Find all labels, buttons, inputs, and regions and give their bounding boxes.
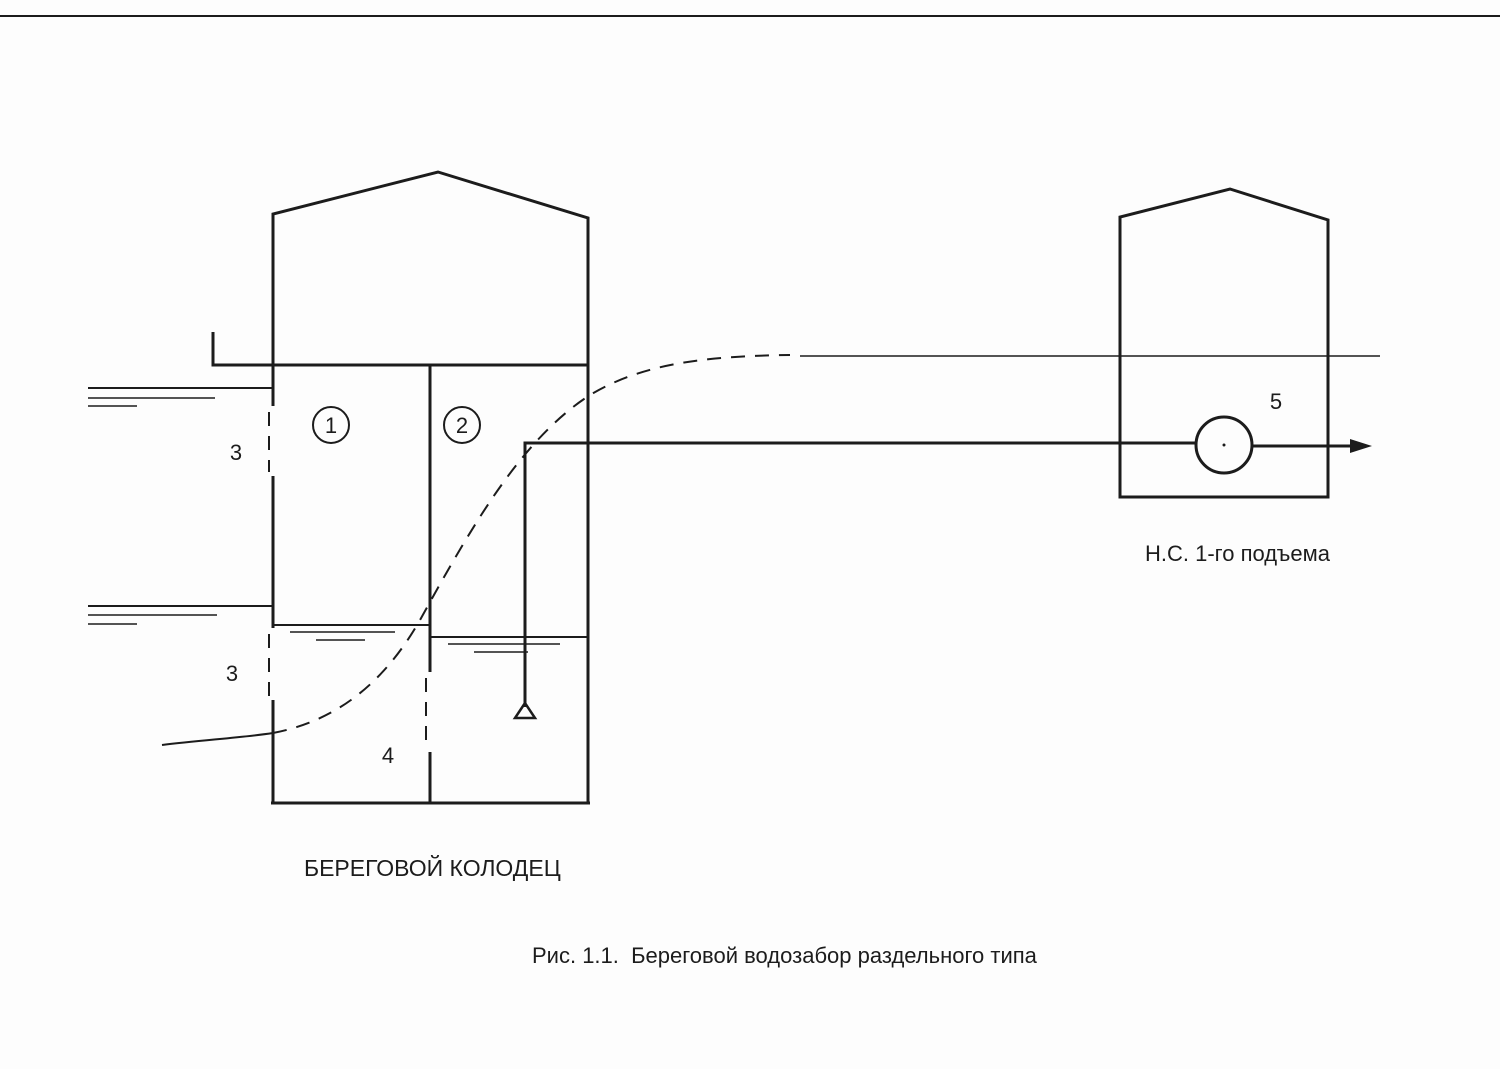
suction-pipe [523,441,1195,707]
pump-label: 5 [1270,389,1282,414]
chamber-1-circle [312,406,350,444]
pump-center-dot [1222,443,1226,447]
chamber-2-circle [443,406,481,444]
pressure-pipe-arrow-icon [1350,439,1372,453]
river-bed [161,732,274,746]
screen-middle-label: 4 [382,743,394,768]
screen-upper-label: 3 [230,440,242,465]
shore-well-label: БЕРЕГОВОЙ КОЛОДЕЦ [304,854,561,881]
river-levels [88,387,274,746]
suction-intake-icon [512,700,538,720]
pump-station-building [1118,187,1330,499]
shore-well [211,170,1195,805]
chamber-1-label: 1 [325,413,337,438]
well-roof [271,170,590,365]
screen-lower-label: 3 [226,661,238,686]
chamber-2-label: 2 [456,413,468,438]
well-floor-slab [211,332,588,367]
pump-station [1118,187,1372,499]
ground-surface-dashed [272,354,791,734]
pump-station-label: Н.С. 1-го подъема [1145,541,1331,566]
figure-caption: Рис. 1.1. Береговой водозабор раздельног… [532,943,1038,968]
